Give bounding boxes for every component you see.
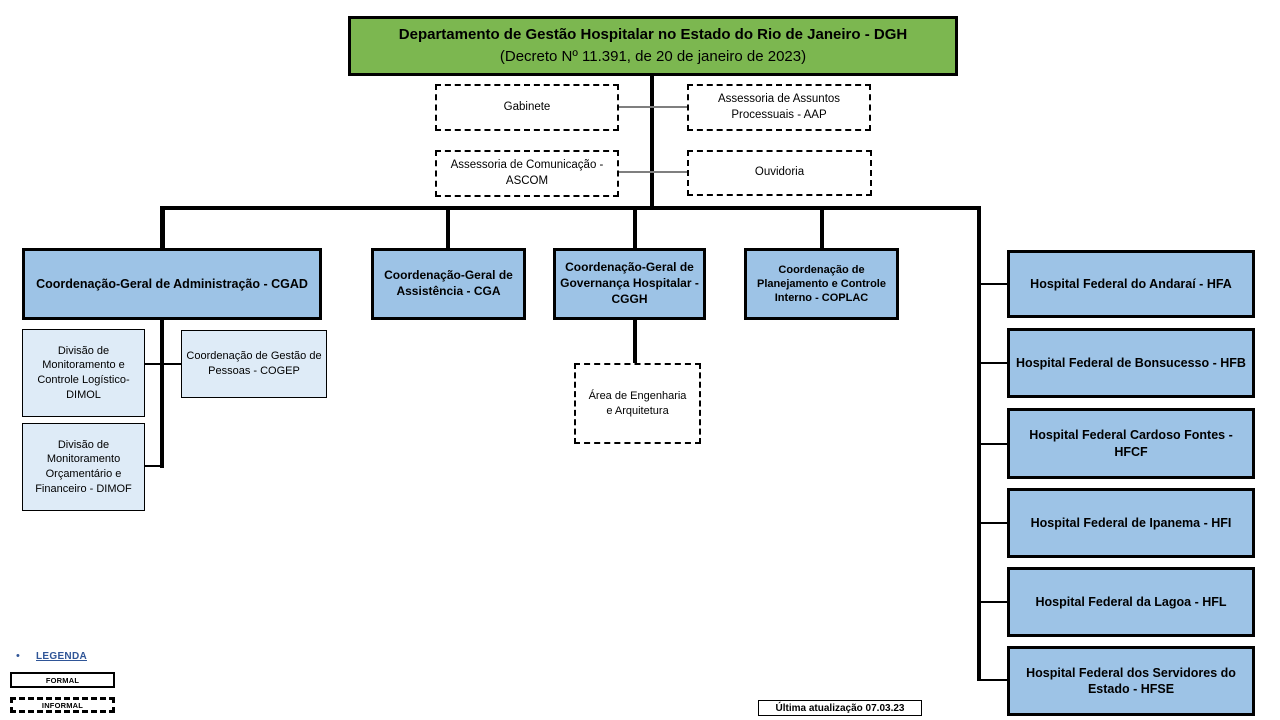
sub-box-dimof: Divisão de Monitoramento Orçamentário e … [22, 423, 145, 511]
hospital-box-hfl: Hospital Federal da Lagoa - HFL [1007, 567, 1255, 637]
unit-label: Coordenação-Geral de Assistência - CGA [384, 268, 513, 298]
dashed-box-engenharia-arquitetura: Área de Engenharia e Arquitetura [574, 363, 701, 444]
sub-box-cogep: Coordenação de Gestão de Pessoas - COGEP [181, 330, 327, 398]
root-box-dgh: Departamento de Gestão Hospitalar no Est… [348, 16, 958, 76]
root-subtitle: (Decreto Nº 11.391, de 20 de janeiro de … [499, 48, 807, 65]
connector-main-horizontal [160, 206, 980, 210]
connector-stub-hfse [980, 679, 1007, 681]
unit-box-cggh: Coordenação-Geral de Governança Hospital… [553, 248, 706, 320]
unit-box-cga: Coordenação-Geral de Assistência - CGA [371, 248, 526, 320]
legend-formal-label: FORMAL [45, 675, 80, 685]
legend-formal-box: FORMAL [10, 672, 115, 688]
connector-drop-coplac [820, 210, 824, 248]
connector-stub-hfb [980, 362, 1007, 364]
connector-cgad-children-vertical [160, 320, 164, 468]
staff-label: Assessoria de Comunicação - ASCOM [450, 159, 604, 187]
sub-box-dimol: Divisão de Monitoramento e Controle Logí… [22, 329, 145, 417]
hospital-label: Hospital Federal da Lagoa - HFL [1035, 594, 1227, 609]
staff-label: Gabinete [503, 100, 551, 113]
connector-drop-cgad [160, 206, 165, 248]
staff-box-aap: Assessoria de Assuntos Processuais - AAP [687, 84, 871, 131]
hospital-box-hfcf: Hospital Federal Cardoso Fontes - HFCF [1007, 408, 1255, 479]
connector-stub-hfi [980, 522, 1007, 524]
hospital-label: Hospital Federal do Andaraí - HFA [1030, 276, 1232, 291]
legend-informal-label: INFORMAL [41, 700, 84, 710]
connector-dimof [145, 465, 162, 467]
connector-hospital-spine [977, 206, 981, 681]
staff-label: Assessoria de Assuntos Processuais - AAP [717, 93, 841, 121]
last-update-label: Última atualização 07.03.23 [775, 702, 905, 714]
unit-box-cgad: Coordenação-Geral de Administração - CGA… [22, 248, 322, 320]
sub-label: Divisão de Monitoramento e Controle Logí… [37, 344, 130, 401]
connector-stub-hfl [980, 601, 1007, 603]
connector-trunk-vertical [650, 76, 654, 206]
hospital-label: Hospital Federal de Bonsucesso - HFB [1016, 355, 1246, 370]
sub-label: Coordenação de Gestão de Pessoas - COGEP [186, 350, 322, 377]
staff-box-gabinete: Gabinete [435, 84, 619, 131]
last-update-box: Última atualização 07.03.23 [758, 700, 922, 716]
hospital-box-hfi: Hospital Federal de Ipanema - HFI [1007, 488, 1255, 558]
legend-informal-box: INFORMAL [10, 697, 115, 713]
connector-stub-hfa [980, 283, 1007, 285]
connector-cggh-engenharia [633, 320, 637, 363]
staff-label: Ouvidoria [754, 166, 805, 179]
legend-title-link[interactable]: LEGENDA [36, 651, 87, 662]
connector-drop-cggh [633, 210, 637, 248]
sub-label: Divisão de Monitoramento Orçamentário e … [35, 438, 132, 495]
staff-box-ascom: Assessoria de Comunicação - ASCOM [435, 150, 619, 197]
hospital-label: Hospital Federal de Ipanema - HFI [1030, 515, 1232, 530]
connector-ascom-ouvidoria [619, 171, 687, 173]
unit-label: Coordenação-Geral de Governança Hospital… [560, 260, 699, 306]
unit-box-coplac: Coordenação de Planejamento e Controle I… [744, 248, 899, 320]
connector-dimol-cogep [145, 363, 181, 365]
staff-box-ouvidoria: Ouvidoria [687, 150, 872, 196]
legend-bullet: • [16, 650, 20, 662]
connector-gabinete-aap [619, 106, 687, 108]
connector-drop-cga [446, 210, 450, 248]
connector-stub-hfcf [980, 443, 1007, 445]
hospital-label: Hospital Federal Cardoso Fontes - HFCF [1029, 428, 1233, 459]
sub-label: Área de Engenharia e Arquitetura [588, 389, 687, 417]
hospital-box-hfse: Hospital Federal dos Servidores do Estad… [1007, 646, 1255, 716]
hospital-box-hfb: Hospital Federal de Bonsucesso - HFB [1007, 328, 1255, 398]
hospital-box-hfa: Hospital Federal do Andaraí - HFA [1007, 250, 1255, 318]
root-title: Departamento de Gestão Hospitalar no Est… [398, 26, 908, 44]
unit-label: Coordenação de Planejamento e Controle I… [757, 263, 886, 305]
unit-label: Coordenação-Geral de Administração - CGA… [36, 276, 308, 291]
hospital-label: Hospital Federal dos Servidores do Estad… [1026, 665, 1236, 697]
